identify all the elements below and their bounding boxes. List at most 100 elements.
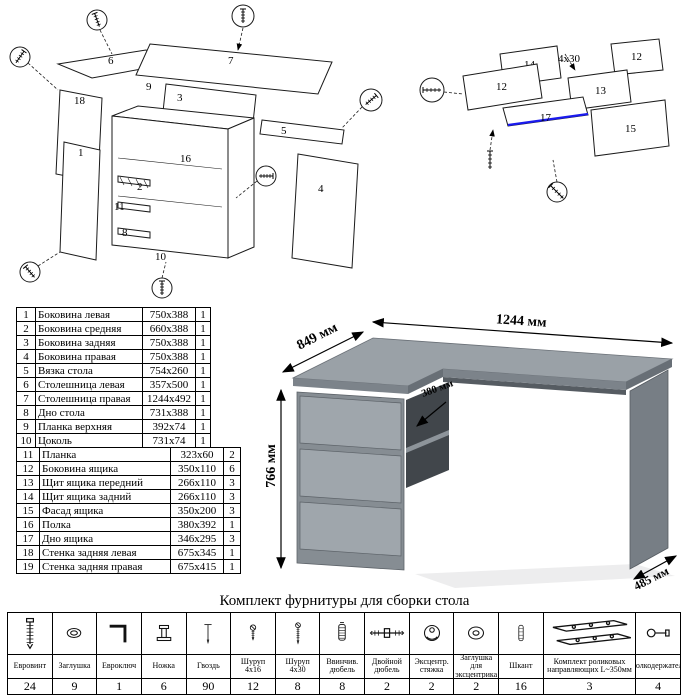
part-qty: 3	[223, 503, 241, 518]
drawer-side-panel-12-left: 12	[462, 63, 543, 111]
parts-row: 15 Фасад ящика 350x200 3	[16, 503, 241, 518]
part-name: Планка	[39, 447, 171, 462]
part-name: Боковина ящика	[39, 461, 171, 476]
part-size: 750x388	[142, 335, 196, 350]
part-number: 17	[16, 531, 40, 546]
part-qty: 1	[223, 559, 241, 574]
threaded-dowel-icon	[338, 622, 347, 641]
parts-row: 8 Дно стола 731x388 1	[16, 405, 211, 420]
hardware-item-qty: 3	[543, 678, 636, 694]
hardware-item-name: Двойной дюбель	[365, 653, 409, 678]
parts-list: 1 Боковина левая 750x388 1 2 Боковина ср…	[16, 307, 241, 574]
part-name: Боковина левая	[35, 307, 143, 322]
hardware-item-qty: 9	[52, 678, 97, 694]
part-label-8: 8	[122, 227, 128, 239]
part-name: Полка	[39, 517, 171, 532]
part-number: 10	[16, 433, 36, 448]
part-qty: 1	[195, 377, 211, 392]
side-panel-left-1: 1	[59, 141, 101, 261]
parts-row: 17 Дно ящика 346x295 3	[16, 531, 241, 546]
leg-icon	[156, 625, 172, 642]
part-size: 350x110	[170, 461, 224, 476]
hardware-item-qty: 8	[275, 678, 320, 694]
hardware-item-qty: 12	[231, 678, 275, 694]
part-number: 14	[16, 489, 40, 504]
top-panel-right-7: 7	[135, 27, 333, 95]
part-label-5: 5	[281, 125, 287, 137]
cam-lock-icon	[423, 625, 440, 642]
part-qty: 1	[223, 545, 241, 560]
part-label-4: 4	[318, 183, 324, 195]
parts-row: 16 Полка 380x392 1	[16, 517, 241, 532]
hardware-item-name: Евроключ	[97, 653, 141, 678]
part-name: Боковина правая	[35, 349, 143, 364]
rail-5: 5	[259, 119, 345, 145]
part-size: 350x200	[170, 503, 224, 518]
hardware-item-qty: 24	[8, 678, 52, 694]
parts-row: 14 Щит ящика задний 266x110 3	[16, 489, 241, 504]
hardware-item-name: Гвоздь	[186, 653, 231, 678]
part-qty: 2	[223, 447, 241, 462]
hardware-item-euroklyuch: Евроключ 1	[96, 613, 141, 694]
parts-row: 1 Боковина левая 750x388 1	[16, 307, 211, 322]
screw-callouts	[9, 4, 383, 299]
part-label-2: 2	[137, 181, 143, 193]
part-size: 675x345	[170, 545, 224, 560]
hardware-item-name: Заглушка	[52, 653, 97, 678]
part-size: 346x295	[170, 531, 224, 546]
hardware-item-qty: 16	[499, 678, 543, 694]
parts-row: 10 Цоколь 731x74 1	[16, 433, 211, 448]
hardware-item-zaglushka: Заглушка 9	[51, 613, 97, 694]
part-name: Боковина средняя	[35, 321, 143, 336]
part-qty: 1	[195, 433, 211, 448]
part-label-6: 6	[108, 55, 114, 67]
nail-icon	[204, 624, 212, 645]
parts-row: 2 Боковина средняя 660x388 1	[16, 321, 211, 336]
hardware-item-polkoderzhatel: Полкодержатель 4	[635, 613, 680, 694]
hardware-item-zaglushka-excentrika: Заглушка для эксцентрика 2	[453, 613, 499, 694]
part-qty: 3	[223, 531, 241, 546]
part-size: 754x260	[142, 363, 196, 378]
part-qty: 3	[223, 475, 241, 490]
part-number: 2	[16, 321, 36, 336]
part-name: Фасад ящика	[39, 503, 171, 518]
hardware-item-name: Евровинт	[8, 653, 52, 678]
hardware-item-name: Эксцентр. стяжка	[409, 653, 454, 678]
part-size: 731x74	[142, 433, 196, 448]
part-number: 8	[16, 405, 36, 420]
parts-row: 19 Стенка задняя правая 675x415 1	[16, 559, 241, 574]
screw-size-note: 4x30	[558, 53, 581, 65]
part-label-17: 17	[540, 112, 552, 124]
hardware-item-qty: 2	[454, 678, 499, 694]
parts-row: 13 Щит ящика передний 266x110 3	[16, 475, 241, 490]
parts-row: 6 Столешница левая 357x500 1	[16, 377, 211, 392]
part-label-15: 15	[625, 123, 637, 135]
screw-short-icon	[249, 624, 257, 642]
part-qty: 6	[223, 461, 241, 476]
hardware-item-qty: 2	[409, 678, 454, 694]
part-number: 19	[16, 559, 40, 574]
part-label-12b: 12	[631, 51, 642, 63]
wood-dowel-icon	[518, 625, 524, 642]
cap-icon	[67, 628, 82, 639]
hardware-item-name: Шуруп 4x16	[231, 653, 275, 678]
part-label-3: 3	[177, 92, 183, 104]
parts-row: 7 Столешница правая 1244x492 1	[16, 391, 211, 406]
drawer-slides-icon	[552, 620, 631, 646]
parts-row: 3 Боковина задняя 750x388 1	[16, 335, 211, 350]
drawer-facade-15: 15	[590, 99, 670, 157]
parts-row: 12 Боковина ящика 350x110 6	[16, 461, 241, 476]
part-label-9: 9	[146, 81, 152, 93]
hardware-item-qty: 6	[141, 678, 186, 694]
part-qty: 1	[195, 363, 211, 378]
hardware-item-shurup-4x30: Шуруп 4x30 8	[274, 613, 320, 694]
part-label-16: 16	[180, 153, 192, 165]
part-qty: 1	[195, 321, 211, 336]
hardware-item-excentrik: Эксцентр. стяжка 2	[408, 613, 454, 694]
parts-table-2: 11 Планка 323x60 2 12 Боковина ящика 350…	[16, 447, 241, 574]
part-size: 660x388	[142, 321, 196, 336]
hardware-item-eurovint: Евровинт 24	[8, 613, 52, 694]
hardware-item-name: Комплект роликовых направляющих L~350мм	[543, 653, 636, 678]
part-name: Столешница правая	[35, 391, 143, 406]
